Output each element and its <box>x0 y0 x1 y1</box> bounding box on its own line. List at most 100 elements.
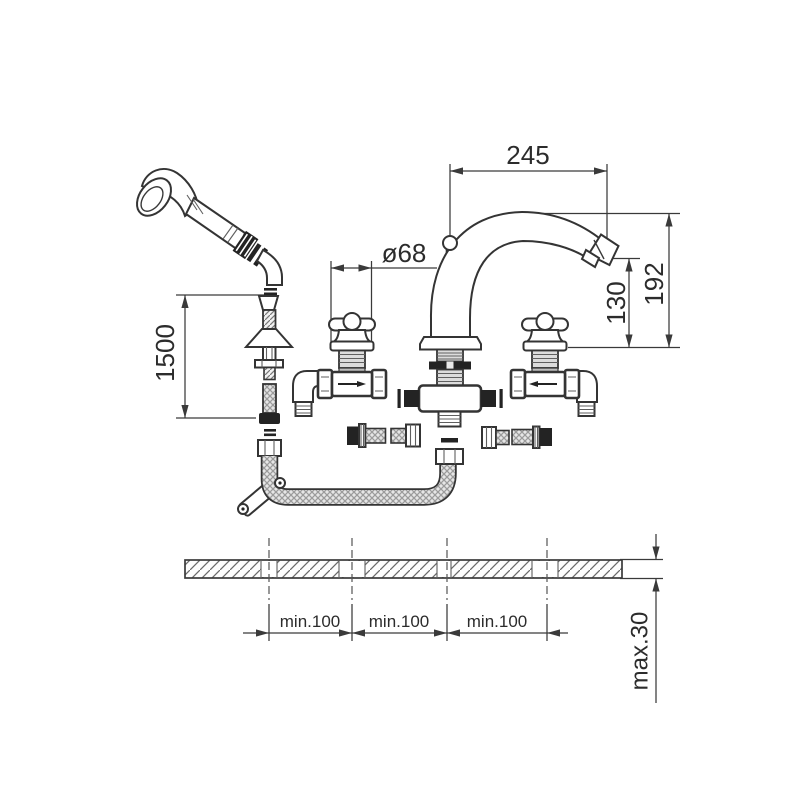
holder-cone-base <box>243 328 295 348</box>
hand-shower <box>136 168 283 286</box>
knurl-ring <box>532 425 541 449</box>
valve-column <box>338 349 366 369</box>
dim-hole-spacings: min.100 min.100 min.100 <box>243 604 568 641</box>
deck-hole <box>437 561 451 577</box>
hose-braid <box>262 456 455 504</box>
valve-elbow <box>292 370 319 403</box>
dim-label-hole-spacing-3: min.100 <box>467 612 527 631</box>
diverter-knob <box>442 235 458 251</box>
dim-label-outlet-height: 130 <box>601 281 631 324</box>
gasket <box>264 288 277 291</box>
hole-centerlines <box>268 538 548 600</box>
tee-body <box>417 384 483 413</box>
gasket <box>264 292 277 296</box>
arrowhead-right <box>594 167 607 175</box>
hose-connection-nut <box>435 448 464 465</box>
deck-cross-section <box>184 538 623 600</box>
holder-thread-lower <box>263 366 276 381</box>
valve-flange <box>329 340 375 352</box>
arrowhead <box>547 629 560 637</box>
arrowhead-down <box>652 546 660 560</box>
handle-dome <box>332 329 372 343</box>
hose-cone-nut <box>232 230 259 260</box>
left-valve <box>292 312 388 417</box>
fitting-block <box>539 428 552 446</box>
shower-head-face-inner <box>140 186 164 212</box>
tee-port-right <box>481 390 496 407</box>
locknut-gap <box>446 361 454 370</box>
flex-braid <box>511 428 534 446</box>
dim-label-hole-spacing-1: min.100 <box>280 612 340 631</box>
arrowhead <box>434 629 447 637</box>
gasket <box>264 429 276 432</box>
arrowhead-up <box>625 258 633 272</box>
spout-arc <box>429 210 605 339</box>
port-gasket <box>397 389 401 408</box>
knurl-ring <box>358 423 367 448</box>
spout <box>397 210 620 465</box>
deck-bar <box>184 559 623 579</box>
hose-nipple <box>262 383 277 414</box>
arrowhead-up <box>181 295 189 308</box>
hex-nut <box>405 423 421 448</box>
dim-label-hose-length: 1500 <box>150 324 180 382</box>
fitting-block <box>347 426 359 445</box>
tee-port-left <box>404 390 419 407</box>
dim-spout-reach: 245 <box>449 140 608 242</box>
arrowhead-down <box>625 334 633 348</box>
handle-seams <box>186 194 239 243</box>
dim-spout-outlet-height: 130 <box>597 257 640 348</box>
arrowhead-left <box>450 167 463 175</box>
spout-aerator <box>580 248 601 269</box>
arrowhead-right <box>358 264 372 272</box>
dim-spout-top-height: 192 <box>530 212 680 349</box>
shower-head-face <box>136 177 172 217</box>
washer <box>441 438 458 443</box>
spout-tip-line <box>593 239 605 260</box>
cross-handle-hub <box>342 312 362 331</box>
cross-handle-hub <box>535 312 555 331</box>
arrowhead <box>447 629 460 637</box>
arrowhead <box>256 629 269 637</box>
arrowhead <box>339 629 352 637</box>
arrowhead-down <box>665 334 673 348</box>
arrowhead-up <box>652 578 660 592</box>
dim-label-hole-spacing-2: min.100 <box>369 612 429 631</box>
valve-cap-right <box>563 368 581 400</box>
right-valve <box>509 312 598 417</box>
valve-cap-right <box>370 368 388 400</box>
flexible-connectors <box>347 423 552 449</box>
dim-label-spout-reach: 245 <box>506 140 549 170</box>
dim-hose-length: 1500 <box>150 294 268 419</box>
handle-dome <box>525 329 565 343</box>
arrowhead <box>352 629 365 637</box>
holder-taper <box>257 295 280 311</box>
holder-shank <box>262 346 277 361</box>
valve-cap-left <box>509 368 527 400</box>
hex-nut <box>481 426 497 449</box>
spout-flange <box>419 336 482 351</box>
hose-nut <box>257 439 282 457</box>
holder-thread <box>262 309 277 330</box>
dim-deck-thickness: max.30 <box>620 534 663 703</box>
valve-flange <box>522 340 568 352</box>
flex-braid <box>390 427 407 444</box>
shower-holder <box>243 288 295 457</box>
gasket <box>264 433 276 437</box>
valve-cap-left <box>316 368 334 400</box>
arrowhead-left <box>331 264 344 272</box>
holder-elbow <box>255 248 283 286</box>
dim-handle-diameter: ø68 <box>330 238 437 348</box>
valve-column <box>531 349 559 369</box>
dim-label-top-height: 192 <box>639 262 669 305</box>
arrowhead-down <box>181 405 189 418</box>
flex-braid <box>364 427 387 444</box>
flex-braid <box>495 429 510 446</box>
port-gasket <box>499 389 503 408</box>
arrowhead-up <box>665 213 673 227</box>
dim-label-handle-diameter: ø68 <box>382 238 427 268</box>
holder-nut-plate <box>254 359 284 369</box>
shower-hose <box>237 456 457 517</box>
